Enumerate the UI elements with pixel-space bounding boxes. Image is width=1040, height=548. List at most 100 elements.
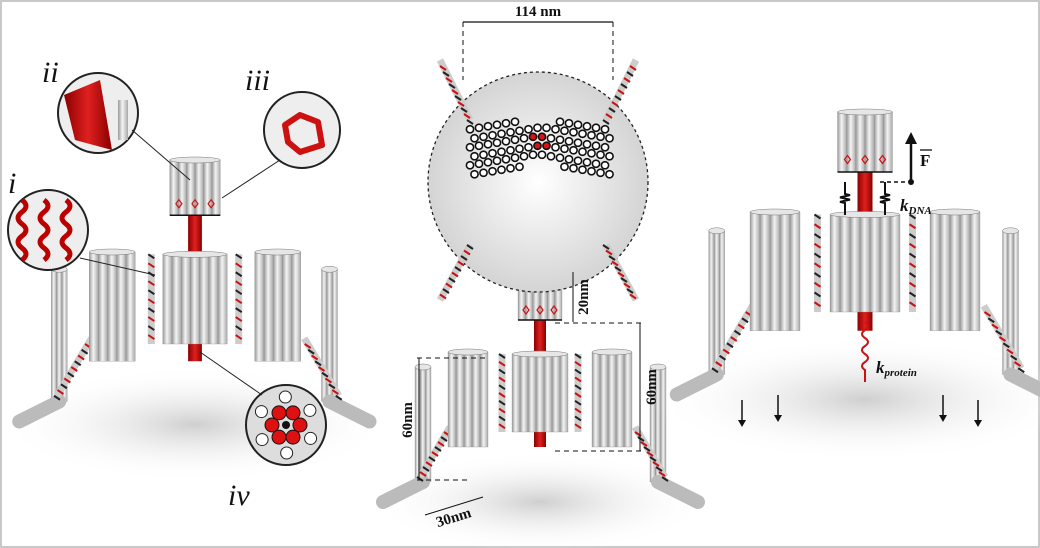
helix-cross-section <box>488 148 497 158</box>
helix-cross-section <box>560 126 569 136</box>
leg-right <box>321 266 377 429</box>
helix-cross-section <box>479 132 488 142</box>
panel-dimensions <box>370 268 710 548</box>
top-view-leg <box>436 243 474 302</box>
helix-cross-section <box>591 123 601 133</box>
helix-cross-section <box>483 121 493 131</box>
helix-cross-section <box>255 433 269 447</box>
helix-cross-section <box>569 145 578 155</box>
top-height-label: 20nm <box>576 279 592 315</box>
side-bundle <box>447 348 489 448</box>
helix-cross-section <box>596 168 605 178</box>
helix-cross-section <box>506 145 515 155</box>
protein-tag <box>550 305 558 315</box>
helix-cross-section <box>470 169 479 179</box>
side-bundle <box>88 248 136 362</box>
helix-cross-section <box>587 166 596 176</box>
protein-tag <box>175 198 183 209</box>
helix-cross-section <box>497 129 506 139</box>
protein-tag <box>191 198 199 209</box>
foot <box>322 394 377 429</box>
shadow <box>652 337 1040 462</box>
helix-cross-section <box>501 118 511 128</box>
dna-spring <box>879 182 891 215</box>
helix-cross-section <box>578 129 587 139</box>
helix-cross-section <box>573 120 583 130</box>
helix-cross-section <box>492 156 502 166</box>
protein-cross-section <box>264 417 280 433</box>
helix-cross-section <box>510 153 520 163</box>
helix-cross-section <box>578 147 587 157</box>
strut-helix <box>711 303 756 374</box>
inset-i-label: i <box>8 167 16 200</box>
helix-cross-section <box>555 117 565 127</box>
dna-spring <box>839 182 851 215</box>
inset-iii-label: iii <box>245 64 270 97</box>
helix-cross-section <box>569 163 578 173</box>
inset-iv-label: iv <box>228 479 250 512</box>
helix-cross-section <box>304 431 318 445</box>
helix-cross-section <box>465 142 475 152</box>
helix-cross-section <box>564 136 574 146</box>
force-label: F <box>920 151 930 170</box>
side-bundle <box>749 208 801 331</box>
helix-cross-section <box>492 138 502 148</box>
top-view: 114 nm <box>427 4 649 302</box>
helix-cross-section <box>591 159 601 169</box>
helix-cross-section <box>506 163 515 173</box>
helix-cross-section <box>551 124 560 134</box>
helix-cross-section <box>524 124 533 134</box>
helix-cross-section <box>474 123 484 133</box>
helix-cross-section <box>474 159 484 169</box>
helix-cross-section <box>564 154 574 164</box>
helix-cross-section <box>591 141 601 151</box>
top-view-leg <box>602 243 640 302</box>
helix-cross-section <box>510 135 520 145</box>
core-helix <box>147 253 155 344</box>
k-dna-label: kDNA <box>900 196 932 217</box>
helix-cross-section <box>488 166 497 176</box>
top-bundle <box>169 156 221 216</box>
strut-helix <box>53 336 95 401</box>
core-helix <box>498 353 506 432</box>
helix-cross-section <box>519 133 529 143</box>
helix-cross-section <box>537 150 547 160</box>
helix-cross-section <box>465 160 475 170</box>
helix-cross-section <box>546 151 556 161</box>
alpha-helix <box>59 198 73 262</box>
helix-cross-section <box>605 133 614 143</box>
helix-cross-section <box>542 141 551 151</box>
helix-cross-section <box>582 139 592 149</box>
leg-left <box>376 363 432 509</box>
helix-cross-section <box>488 130 497 140</box>
helix-cross-section <box>555 153 565 163</box>
core-bundle <box>829 211 901 313</box>
top-view-leg <box>436 58 474 125</box>
helix-cross-section <box>582 157 592 167</box>
helix-cross-section <box>582 121 592 131</box>
protein-tag <box>207 198 215 209</box>
leg-left <box>669 227 725 402</box>
helix-cross-section <box>605 169 614 179</box>
helix-cross-section <box>596 132 605 142</box>
core-helix <box>235 253 243 344</box>
helix-cross-section <box>542 123 551 133</box>
protein-tag <box>843 154 852 165</box>
foot <box>669 367 724 402</box>
helix-cross-section <box>497 165 506 175</box>
helix-cross-section <box>560 162 569 172</box>
helix-cross-section <box>501 136 511 146</box>
side-bundle <box>591 348 633 448</box>
helix-cross-section <box>528 132 538 142</box>
helix-cross-section <box>465 124 475 134</box>
helix-cross-section <box>303 403 317 417</box>
helix-cross-section <box>510 117 520 127</box>
helix-cross-section <box>600 160 610 170</box>
helix-cross-section <box>278 390 292 404</box>
strut-helix <box>980 303 1025 374</box>
foot <box>651 475 705 509</box>
helix-cross-section <box>555 135 565 145</box>
side-bundle <box>254 248 302 362</box>
helix-cross-section <box>587 130 596 140</box>
